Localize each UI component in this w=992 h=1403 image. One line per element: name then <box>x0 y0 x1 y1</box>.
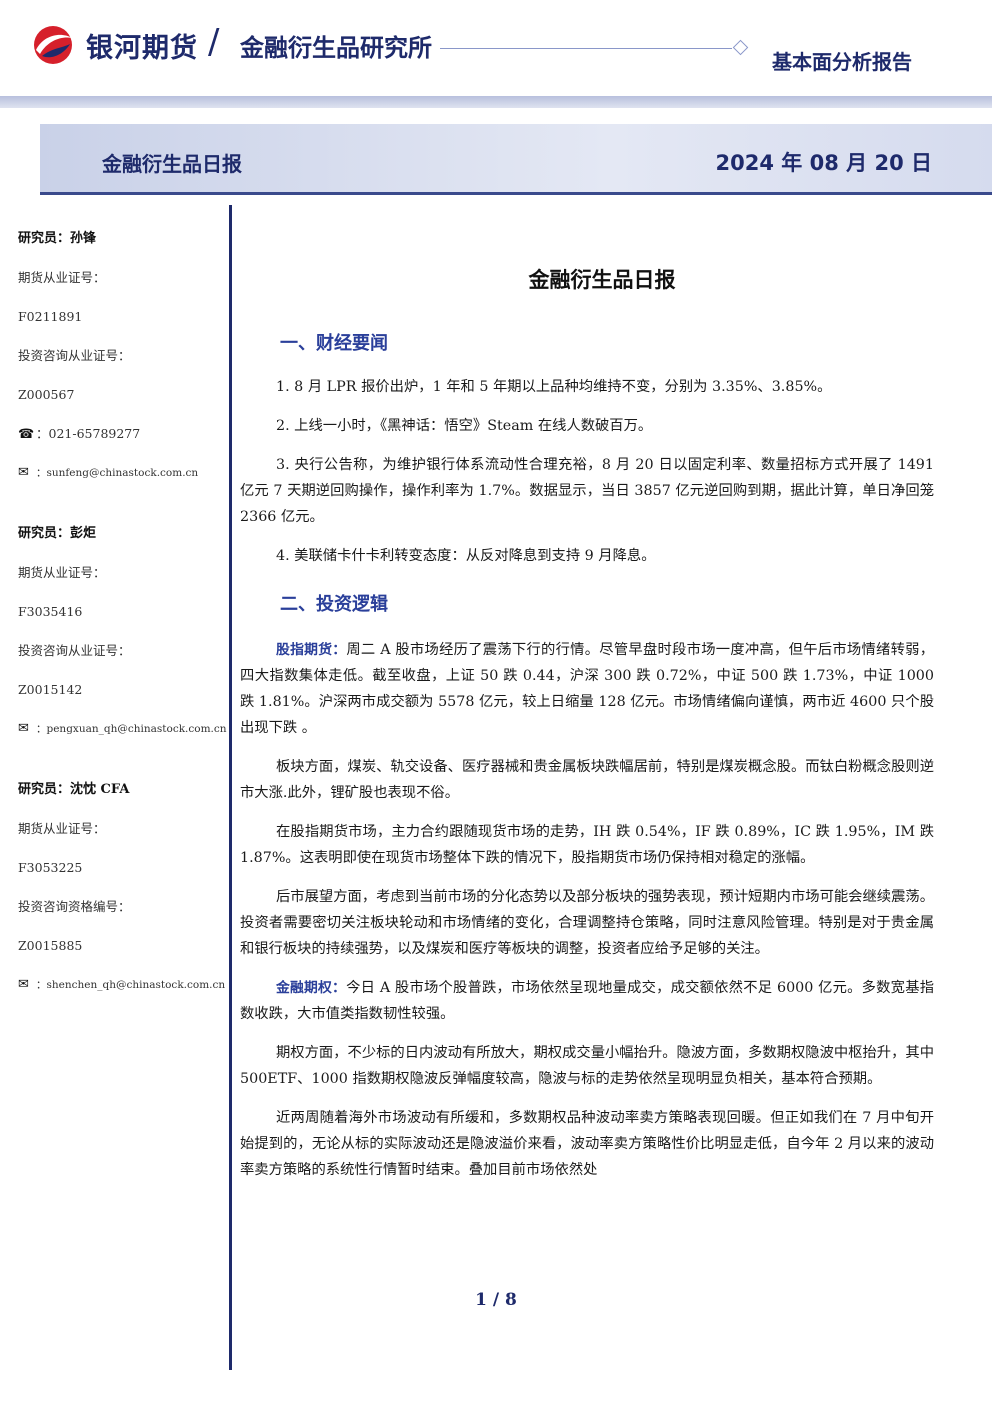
analyst-name: 研究员：孙锋 <box>18 231 97 246</box>
report-date: 2024 年 08 月 20 日 <box>715 151 932 175</box>
brand-name: 银河期货 <box>86 33 198 64</box>
email-address[interactable]: ：pengxuan_qh@chinastock.com.cn <box>36 723 227 735</box>
analyst-card: 研究员：彭炬 期货从业证号： F3035416 投资咨询从业证号： Z00151… <box>18 517 227 751</box>
email-row: ✉ ：sunfeng@chinastock.com.cn <box>18 456 223 495</box>
page-header: 银河期货 / 金融衍生品研究所 基本面分析报告 <box>0 0 992 108</box>
license-number: F3035416 <box>18 604 83 619</box>
analyst-name: 研究员：沈忱 CFA <box>18 782 130 797</box>
banner-title: 金融衍生品日报 <box>102 152 242 176</box>
consult-label: 投资咨询从业证号： <box>18 348 131 363</box>
keyword-financial-options: 金融期权： <box>276 980 347 996</box>
document-title: 金融衍生品日报 <box>528 268 676 292</box>
paragraph: 板块方面，煤炭、轨交设备、医疗器械和贵金属板块跌幅居前，特别是煤炭概念股。而钛白… <box>240 759 934 801</box>
consult-number: Z0015885 <box>18 938 83 953</box>
institute-name: 金融衍生品研究所 <box>240 34 432 62</box>
news-item: 3. 央行公告称，为维护银行体系流动性合理充裕，8 月 20 日以固定利率、数量… <box>240 457 934 525</box>
paragraph: 近两周随着海外市场波动有所缓和，多数期权品种波动率卖方策略表现回暖。但正如我们在… <box>240 1110 934 1178</box>
phone-icon: ☎ <box>18 427 35 442</box>
email-row: ✉ ：pengxuan_qh@chinastock.com.cn <box>18 712 227 751</box>
license-number: F3053225 <box>18 860 83 875</box>
header-slash: / <box>208 22 220 62</box>
license-label: 期货从业证号： <box>18 821 106 836</box>
paragraph-index-futures: 股指期货：周二 A 股市场经历了震荡下行的行情。尽管早盘时段市场一度冲高，但午后… <box>240 637 934 741</box>
email-address[interactable]: ：sunfeng@chinastock.com.cn <box>36 467 199 479</box>
analyst-card: 研究员：孙锋 期货从业证号： F0211891 投资咨询从业证号： Z00056… <box>18 222 223 495</box>
license-label: 期货从业证号： <box>18 565 106 580</box>
news-item: 4. 美联储卡什卡利转变态度：从反对降息到支持 9 月降息。 <box>276 548 656 564</box>
section-title-logic: 二、投资逻辑 <box>280 594 388 615</box>
keyword-index-futures: 股指期货： <box>276 642 347 658</box>
license-number: F0211891 <box>18 309 83 324</box>
sidebar-divider <box>229 205 232 1370</box>
galaxy-logo-icon <box>34 26 72 64</box>
email-address[interactable]: ：shenchen_qh@chinastock.com.cn <box>36 979 226 991</box>
consult-number: Z000567 <box>18 387 75 402</box>
section-title-news: 一、财经要闻 <box>280 333 388 354</box>
paragraph: 期权方面，不少标的日内波动有所放大，期权成交量小幅抬升。隐波方面，多数期权隐波中… <box>240 1045 934 1087</box>
paragraph: 在股指期货市场，主力合约跟随现货市场的走势，IH 跌 0.54%，IF 跌 0.… <box>240 824 934 866</box>
main-content: 金融衍生品日报 一、财经要闻 1. 8 月 LPR 报价出炉，1 年和 5 年期… <box>240 262 934 1183</box>
diamond-icon <box>732 39 749 56</box>
news-item: 1. 8 月 LPR 报价出炉，1 年和 5 年期以上品种均维持不变，分别为 3… <box>276 379 832 395</box>
paragraph-text: 周二 A 股市场经历了震荡下行的行情。尽管早盘时段市场一度冲高，但午后市场情绪转… <box>240 642 934 736</box>
report-banner: 金融衍生品日报 2024 年 08 月 20 日 <box>40 124 992 195</box>
analyst-card: 研究员：沈忱 CFA 期货从业证号： F3053225 投资咨询资格编号： Z0… <box>18 773 226 1007</box>
analyst-sidebar: 研究员：孙锋 期货从业证号： F0211891 投资咨询从业证号： Z00056… <box>18 222 227 1007</box>
header-divider-line <box>440 48 732 49</box>
analyst-name: 研究员：彭炬 <box>18 526 97 541</box>
paragraph-financial-options: 金融期权：今日 A 股市场个股普跌，市场依然呈现地量成交，成交额依然不足 600… <box>240 975 934 1027</box>
license-label: 期货从业证号： <box>18 270 106 285</box>
report-type: 基本面分析报告 <box>772 50 912 74</box>
consult-label: 投资咨询资格编号： <box>18 899 131 914</box>
phone-number: ：021-65789277 <box>36 426 141 441</box>
paragraph-text: 今日 A 股市场个股普跌，市场依然呈现地量成交，成交额依然不足 6000 亿元。… <box>240 980 934 1022</box>
mail-icon: ✉ <box>18 977 29 992</box>
phone-row: ☎：021-65789277 <box>18 417 223 456</box>
page-number: 1 / 8 <box>475 1290 517 1310</box>
header-band <box>0 96 992 108</box>
mail-icon: ✉ <box>18 721 29 736</box>
consult-label: 投资咨询从业证号： <box>18 643 131 658</box>
mail-icon: ✉ <box>18 465 29 480</box>
news-item: 2. 上线一小时，《黑神话：悟空》Steam 在线人数破百万。 <box>276 418 653 434</box>
consult-number: Z0015142 <box>18 682 83 697</box>
paragraph: 后市展望方面，考虑到当前市场的分化态势以及部分板块的强势表现，预计短期内市场可能… <box>240 889 934 957</box>
email-row: ✉ ：shenchen_qh@chinastock.com.cn <box>18 968 226 1007</box>
